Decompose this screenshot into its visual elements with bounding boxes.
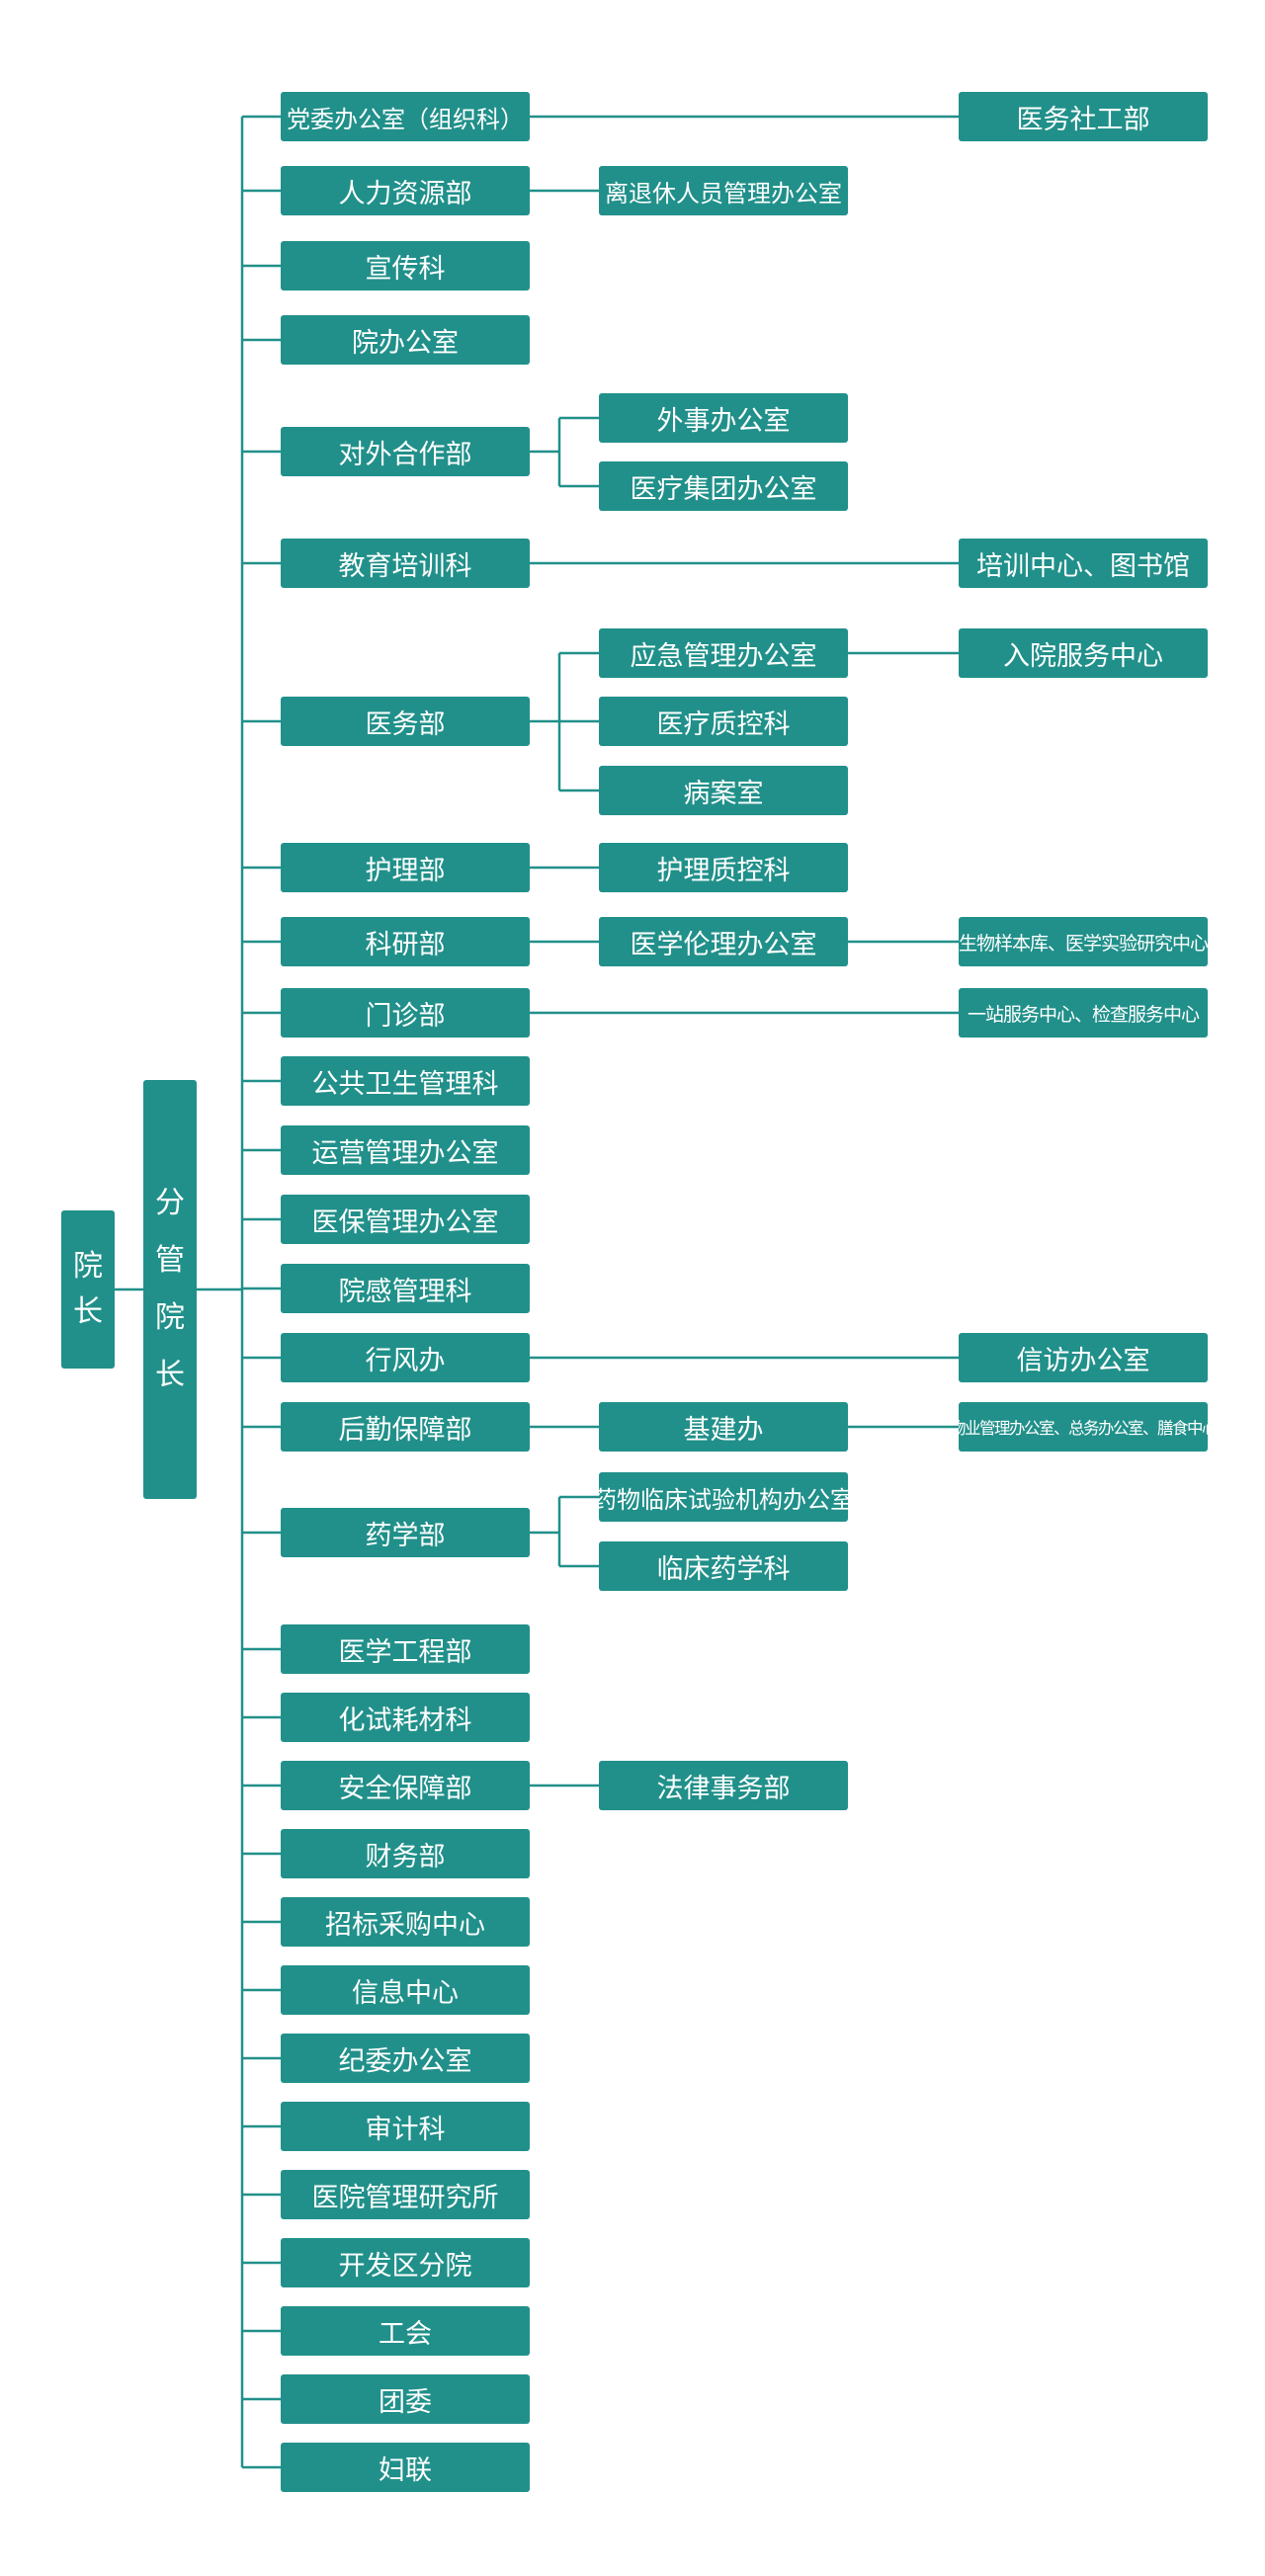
dept-research[interactable]: 科研部 bbox=[281, 917, 530, 966]
unit-emergency-office[interactable]: 应急管理办公室 bbox=[599, 628, 848, 678]
dept-medical-affairs[interactable]: 医务部 bbox=[281, 697, 530, 746]
unit-admission-service[interactable]: 入院服务中心 bbox=[959, 628, 1208, 678]
dept-finance[interactable]: 财务部 bbox=[281, 1829, 530, 1878]
dept-procurement[interactable]: 招标采购中心 bbox=[281, 1897, 530, 1947]
unit-medical-group-office[interactable]: 医疗集团办公室 bbox=[599, 461, 848, 511]
dept-women-federation[interactable]: 妇联 bbox=[281, 2443, 530, 2492]
root-label: 院长 bbox=[73, 1249, 103, 1329]
dept-union[interactable]: 工会 bbox=[281, 2306, 530, 2356]
unit-medical-social-work[interactable]: 医务社工部 bbox=[959, 92, 1208, 141]
dept-education-training[interactable]: 教育培训科 bbox=[281, 539, 530, 588]
root-node-president[interactable]: 院长 bbox=[61, 1210, 115, 1369]
dept-medical-engineering[interactable]: 医学工程部 bbox=[281, 1624, 530, 1674]
unit-construction-office[interactable]: 基建办 bbox=[599, 1402, 848, 1452]
unit-clinical-pharmacy[interactable]: 临床药学科 bbox=[599, 1541, 848, 1591]
dept-development-branch[interactable]: 开发区分院 bbox=[281, 2238, 530, 2287]
dept-operations[interactable]: 运营管理办公室 bbox=[281, 1125, 530, 1175]
dept-human-resources[interactable]: 人力资源部 bbox=[281, 166, 530, 215]
dept-audit[interactable]: 审计科 bbox=[281, 2102, 530, 2151]
unit-petition-office[interactable]: 信访办公室 bbox=[959, 1333, 1208, 1382]
unit-training-center-library[interactable]: 培训中心、图书馆 bbox=[959, 539, 1208, 588]
dept-information[interactable]: 信息中心 bbox=[281, 1965, 530, 2015]
dept-youth-league[interactable]: 团委 bbox=[281, 2374, 530, 2424]
unit-nursing-quality[interactable]: 护理质控科 bbox=[599, 843, 848, 892]
unit-property-catering[interactable]: 物业管理办公室、总务办公室、膳食中心 bbox=[959, 1402, 1208, 1452]
dept-outpatient[interactable]: 门诊部 bbox=[281, 988, 530, 1038]
dept-external-cooperation[interactable]: 对外合作部 bbox=[281, 427, 530, 476]
unit-clinical-trial-office[interactable]: 药物临床试验机构办公室 bbox=[599, 1472, 848, 1522]
unit-records-room[interactable]: 病案室 bbox=[599, 766, 848, 815]
unit-ethics-office[interactable]: 医学伦理办公室 bbox=[599, 917, 848, 966]
dept-reagents-consumables[interactable]: 化试耗材科 bbox=[281, 1693, 530, 1742]
vice-president-node[interactable]: 分管院长 bbox=[143, 1080, 197, 1499]
unit-biobank-research[interactable]: 生物样本库、医学实验研究中心 bbox=[959, 917, 1208, 966]
unit-legal-affairs[interactable]: 法律事务部 bbox=[599, 1761, 848, 1810]
dept-insurance[interactable]: 医保管理办公室 bbox=[281, 1195, 530, 1244]
unit-retiree-office[interactable]: 离退休人员管理办公室 bbox=[599, 166, 848, 215]
dept-public-health[interactable]: 公共卫生管理科 bbox=[281, 1056, 530, 1106]
unit-medical-quality[interactable]: 医疗质控科 bbox=[599, 697, 848, 746]
vice-label: 分管院长 bbox=[155, 1186, 185, 1392]
dept-nursing[interactable]: 护理部 bbox=[281, 843, 530, 892]
dept-publicity[interactable]: 宣传科 bbox=[281, 241, 530, 291]
dept-infection-control[interactable]: 院感管理科 bbox=[281, 1264, 530, 1313]
dept-discipline[interactable]: 纪委办公室 bbox=[281, 2034, 530, 2083]
unit-foreign-affairs[interactable]: 外事办公室 bbox=[599, 393, 848, 443]
dept-hospital-office[interactable]: 院办公室 bbox=[281, 315, 530, 365]
unit-one-stop-service[interactable]: 一站服务中心、检查服务中心 bbox=[959, 988, 1208, 1038]
dept-pharmacy[interactable]: 药学部 bbox=[281, 1508, 530, 1557]
dept-logistics[interactable]: 后勤保障部 bbox=[281, 1402, 530, 1452]
dept-party-office[interactable]: 党委办公室（组织科） bbox=[281, 92, 530, 141]
dept-management-institute[interactable]: 医院管理研究所 bbox=[281, 2170, 530, 2219]
dept-security[interactable]: 安全保障部 bbox=[281, 1761, 530, 1810]
dept-conduct[interactable]: 行风办 bbox=[281, 1333, 530, 1382]
